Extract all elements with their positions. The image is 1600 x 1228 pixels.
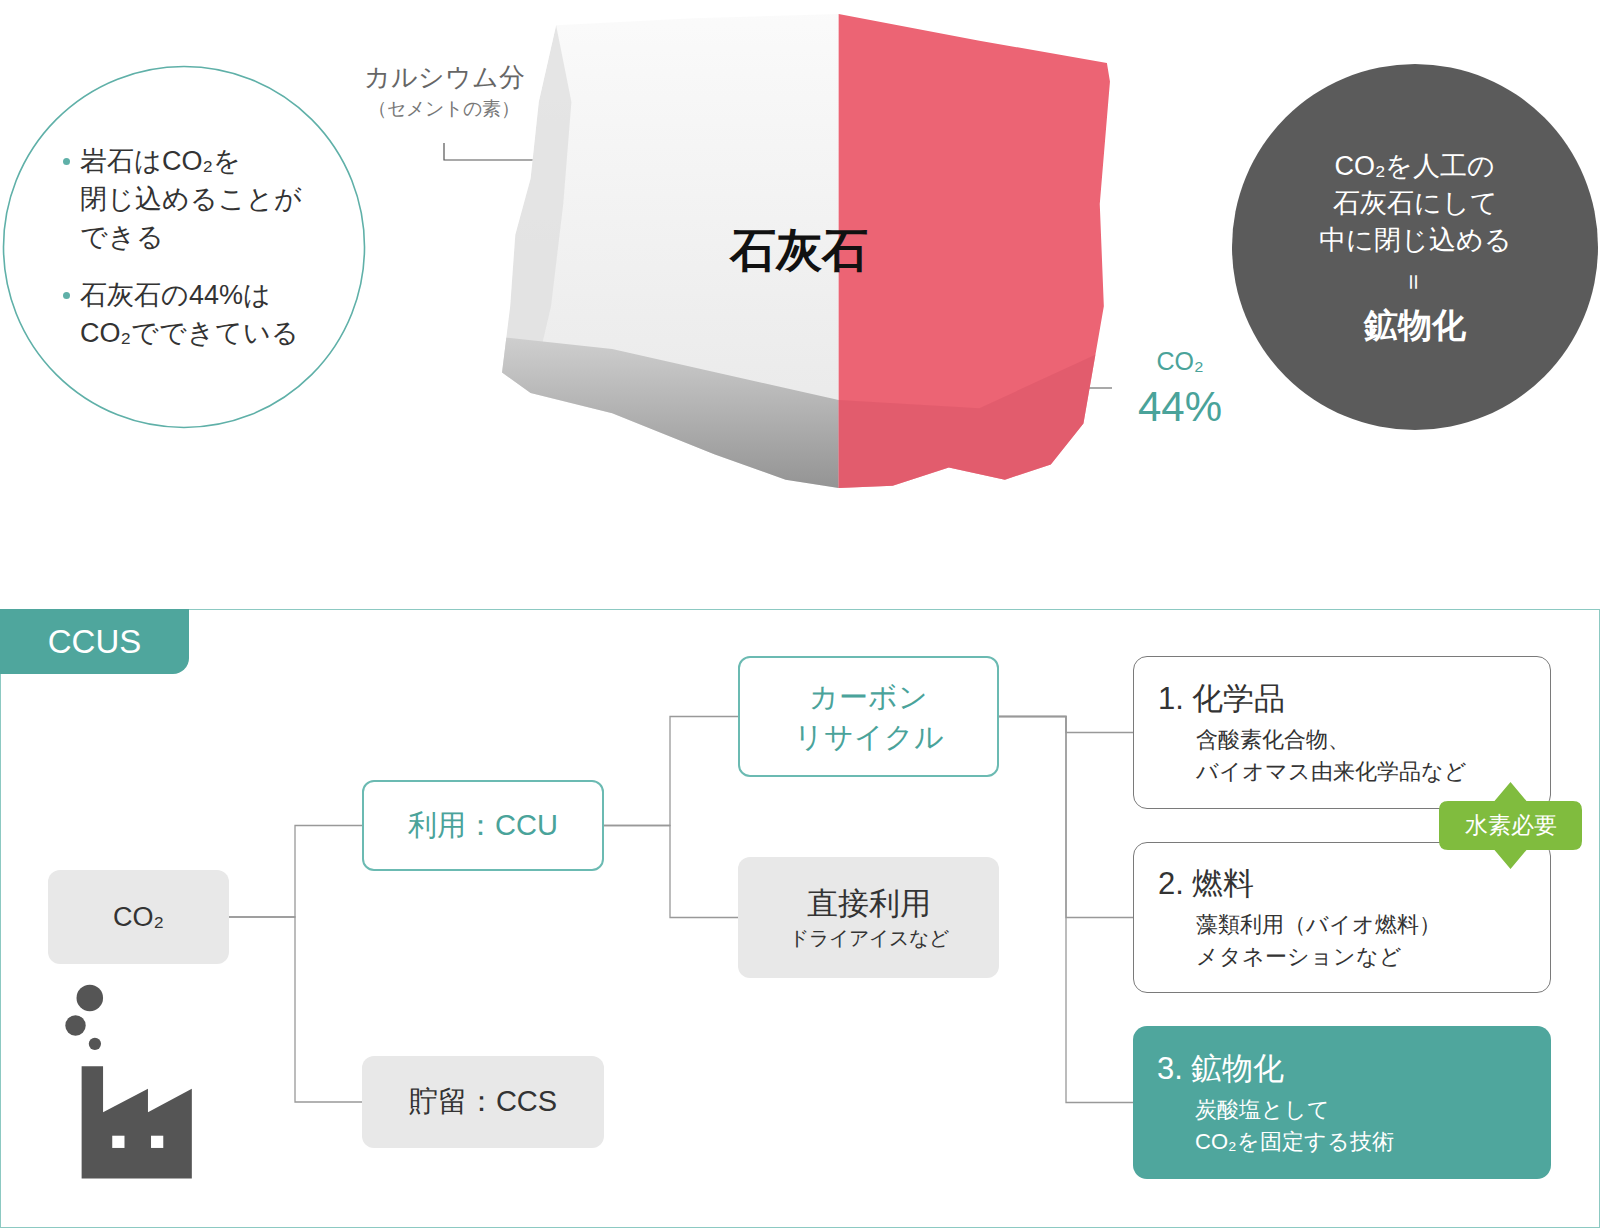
card-title: 1. 化学品 bbox=[1158, 678, 1285, 720]
connector-line bbox=[229, 826, 362, 918]
box-label: 貯留：CCS bbox=[409, 1082, 557, 1122]
card-body: 炭酸塩として CO₂を固定する技術 bbox=[1195, 1094, 1411, 1158]
rock-bottom-face bbox=[490, 337, 839, 500]
category-box: 利用：CCU bbox=[362, 780, 604, 871]
category-box: 貯留：CCS bbox=[362, 1056, 604, 1148]
box-note: ドライアイスなど bbox=[789, 924, 949, 952]
factory-window bbox=[151, 1136, 163, 1148]
application-card: 2. 燃料藻類利用（バイオ燃料） メタネーションなど bbox=[1133, 842, 1551, 993]
ccus-panel: CCUS CO₂ 利用：CCU 貯留：CCS カーボン リサイクル直接利用ドライアイスな… bbox=[0, 609, 1600, 1228]
badge-label: 水素必要 bbox=[1465, 810, 1557, 841]
rock-body bbox=[490, 0, 1124, 510]
method-box: カーボン リサイクル bbox=[738, 656, 999, 777]
bullet-text: 岩石はCO₂を 閉じ込めることが できる bbox=[80, 142, 312, 256]
summary-circle: CO₂を人工の 石灰石にして 中に閉じ込める ＝ 鉱物化 bbox=[1231, 63, 1599, 431]
box-label: 利用：CCU bbox=[408, 806, 558, 846]
smoke-puff bbox=[77, 985, 104, 1012]
box-label: CO₂ bbox=[113, 902, 164, 933]
application-card: 1. 化学品含酸素化合物、 バイオマス由来化学品など bbox=[1133, 656, 1551, 809]
circle-fill bbox=[1232, 64, 1598, 430]
part-note: （セメントの素） bbox=[344, 98, 544, 121]
connector-line bbox=[604, 826, 738, 918]
card-body: 含酸素化合物、 バイオマス由来化学品など bbox=[1196, 724, 1473, 788]
part-label: CO₂ bbox=[1110, 346, 1250, 376]
percent-value: 44% bbox=[1110, 382, 1250, 432]
hydrogen-badge: 水素必要 bbox=[1439, 782, 1582, 869]
smoke-puff bbox=[89, 1038, 101, 1050]
card-title: 2. 燃料 bbox=[1158, 863, 1254, 905]
summary-text: CO₂を人工の 石灰石にして 中に閉じ込める bbox=[1312, 148, 1517, 259]
card-body: 藻類利用（バイオ燃料） メタネーションなど bbox=[1196, 909, 1451, 973]
factory-window bbox=[112, 1136, 124, 1148]
factory-icon bbox=[65, 985, 192, 1179]
co2-part bbox=[839, 0, 1125, 510]
circle-outline bbox=[4, 67, 365, 428]
bullet-text: 石灰石の44%は CO₂でできている bbox=[80, 276, 312, 352]
smoke-puff bbox=[65, 1015, 85, 1035]
rock-bottom-face bbox=[839, 347, 1112, 500]
highlight-card: 3. 鉱物化炭酸塩として CO₂を固定する技術 bbox=[1133, 1026, 1551, 1179]
panel-tab: CCUS bbox=[0, 609, 189, 674]
box-label: カーボン リサイクル bbox=[782, 677, 956, 757]
limestone-rock: 石灰石 bbox=[500, 10, 1112, 492]
card-title: 3. 鉱物化 bbox=[1157, 1048, 1284, 1090]
factory-building bbox=[82, 1066, 192, 1178]
box-title: 直接利用 bbox=[807, 884, 931, 924]
connector-line bbox=[999, 717, 1133, 1103]
leader-line bbox=[444, 143, 538, 160]
connector-line bbox=[229, 917, 362, 1102]
intro-circle: 岩石はCO₂を 閉じ込めることが できる石灰石の44%は CO₂でできている bbox=[2, 65, 366, 429]
source-box: CO₂ bbox=[48, 870, 229, 964]
rock-label: 石灰石 bbox=[730, 220, 868, 282]
connector-line bbox=[604, 717, 738, 826]
equals-sign: ＝ bbox=[1400, 269, 1430, 295]
summary-keyword: 鉱物化 bbox=[1364, 303, 1466, 347]
part-label: カルシウム分 bbox=[344, 62, 544, 93]
connectors bbox=[229, 717, 1133, 1103]
method-box: 直接利用ドライアイスなど bbox=[738, 857, 999, 978]
intro-circle-outline bbox=[2, 65, 366, 429]
